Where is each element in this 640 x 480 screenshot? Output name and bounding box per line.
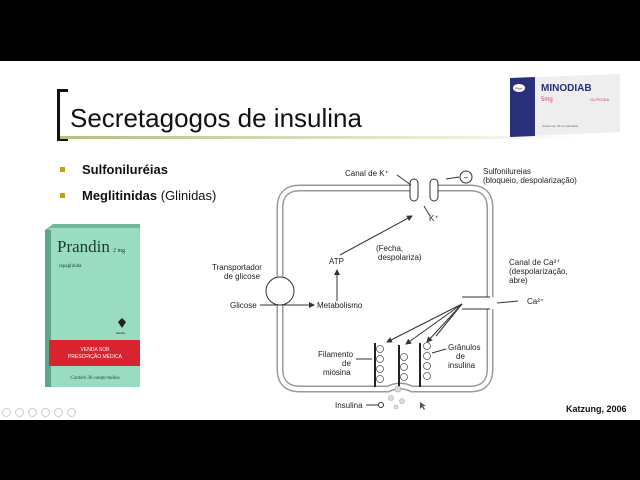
prandin-dose: 2 mg bbox=[113, 248, 125, 254]
k-channel-right bbox=[429, 178, 439, 202]
label-canal-ca: Canal de Ca²⁺ bbox=[509, 258, 560, 267]
myosin-filament-group bbox=[374, 343, 421, 387]
label-de-glicose: de glicose bbox=[224, 272, 261, 281]
next-slide-icon[interactable] bbox=[15, 408, 24, 417]
label-filamento: Filamento bbox=[318, 350, 354, 359]
bullet-text-sulfonilureias: Sulfoniluréias bbox=[82, 161, 168, 177]
prandin-drug: repaglinida bbox=[59, 264, 82, 269]
minodiab-maker: Pfizer bbox=[515, 87, 523, 91]
bullet-item: Sulfoniluréias bbox=[60, 156, 216, 182]
previous-slide-icon[interactable] bbox=[2, 408, 11, 417]
label-k-ion: K⁺ bbox=[429, 214, 439, 223]
glucose-transporter bbox=[265, 276, 295, 306]
source-credit: Katzung, 2006 bbox=[566, 404, 627, 414]
zoom-icon[interactable] bbox=[54, 408, 63, 417]
mouse-cursor-icon bbox=[420, 402, 426, 410]
label-metabolismo: Metabolismo bbox=[317, 301, 363, 310]
presentation-toolbar[interactable] bbox=[2, 408, 76, 417]
more-options-icon[interactable] bbox=[67, 408, 76, 417]
minodiab-dose: 5mg bbox=[541, 97, 553, 103]
minodiab-package-image: Pfizer MINODIAB 5mg GLIPIZIDA Caixa com … bbox=[510, 74, 620, 137]
label-granulos: Grânulos bbox=[448, 343, 480, 352]
label-sulfonilureias: Sulfonilureias bbox=[483, 167, 531, 176]
label-transportador: Transportador bbox=[212, 263, 262, 272]
label-fecha: (Fecha, bbox=[376, 244, 403, 253]
medley-heart-icon bbox=[118, 318, 126, 328]
sulfonylurea-minus-icon bbox=[459, 170, 473, 184]
bullet-list: Sulfoniluréias Meglitinidas (Glinidas) bbox=[60, 156, 216, 208]
label-miosina: miosina bbox=[323, 368, 351, 377]
prandin-maker: Medley bbox=[116, 331, 126, 335]
label-granulos-de: de bbox=[456, 352, 465, 361]
bullet-text-meglitinidas: Meglitinidas bbox=[82, 187, 158, 203]
title-underline bbox=[60, 136, 580, 139]
label-atp: ATP bbox=[329, 257, 344, 266]
minodiab-count: Caixa com 30 comprimidos bbox=[542, 124, 579, 128]
k-channel-left bbox=[409, 178, 419, 202]
pen-tool-icon[interactable] bbox=[28, 408, 37, 417]
label-glicose: Glicose bbox=[230, 301, 257, 310]
slides-overview-icon[interactable] bbox=[41, 408, 50, 417]
prandin-count: Contém 30 comprimidos bbox=[70, 376, 119, 381]
insulin-granules bbox=[376, 342, 431, 383]
bullet-text-glinidas: (Glinidas) bbox=[157, 187, 217, 203]
prandin-warning-1: VENDA SOB bbox=[81, 347, 111, 353]
minodiab-drug: GLIPIZIDA bbox=[590, 97, 610, 102]
slide: Secretagogos de insulina Sulfoniluréias … bbox=[0, 61, 640, 420]
label-filamento-de: de bbox=[342, 359, 351, 368]
bullet-square-icon bbox=[60, 192, 65, 198]
label-canal-ca-abre: abre) bbox=[509, 276, 528, 285]
label-ca-ion: Ca²⁺ bbox=[527, 297, 544, 306]
svg-text:−: − bbox=[464, 173, 469, 182]
label-despolariza: despolariza) bbox=[378, 253, 422, 262]
label-insulina: Insulina bbox=[335, 401, 363, 410]
prandin-warning-2: PRESCRIÇÃO MÉDICA bbox=[68, 353, 123, 360]
beta-cell-diagram: − Canal de K⁺ Sulfonilureias (bloqueio, … bbox=[212, 167, 577, 410]
prandin-package-image: Prandin 2 mg repaglinida Medley VENDA SO… bbox=[45, 224, 140, 387]
label-sulfonilureias-effect: (bloqueio, despolarização) bbox=[483, 176, 577, 185]
slide-title: Secretagogos de insulina bbox=[70, 103, 362, 133]
label-canal-k: Canal de K⁺ bbox=[345, 169, 389, 178]
secreted-insulin-dots bbox=[388, 385, 405, 410]
title-bracket bbox=[57, 89, 68, 141]
pfizer-logo-icon bbox=[513, 84, 525, 92]
prandin-brand: Prandin bbox=[57, 237, 110, 256]
minodiab-brand: MINODIAB bbox=[541, 83, 592, 94]
bullet-item: Meglitinidas (Glinidas) bbox=[60, 182, 216, 208]
label-canal-ca-effect: (despolarização, bbox=[509, 267, 568, 276]
bullet-square-icon bbox=[60, 166, 65, 172]
label-insulina-granulos: insulina bbox=[448, 361, 476, 370]
